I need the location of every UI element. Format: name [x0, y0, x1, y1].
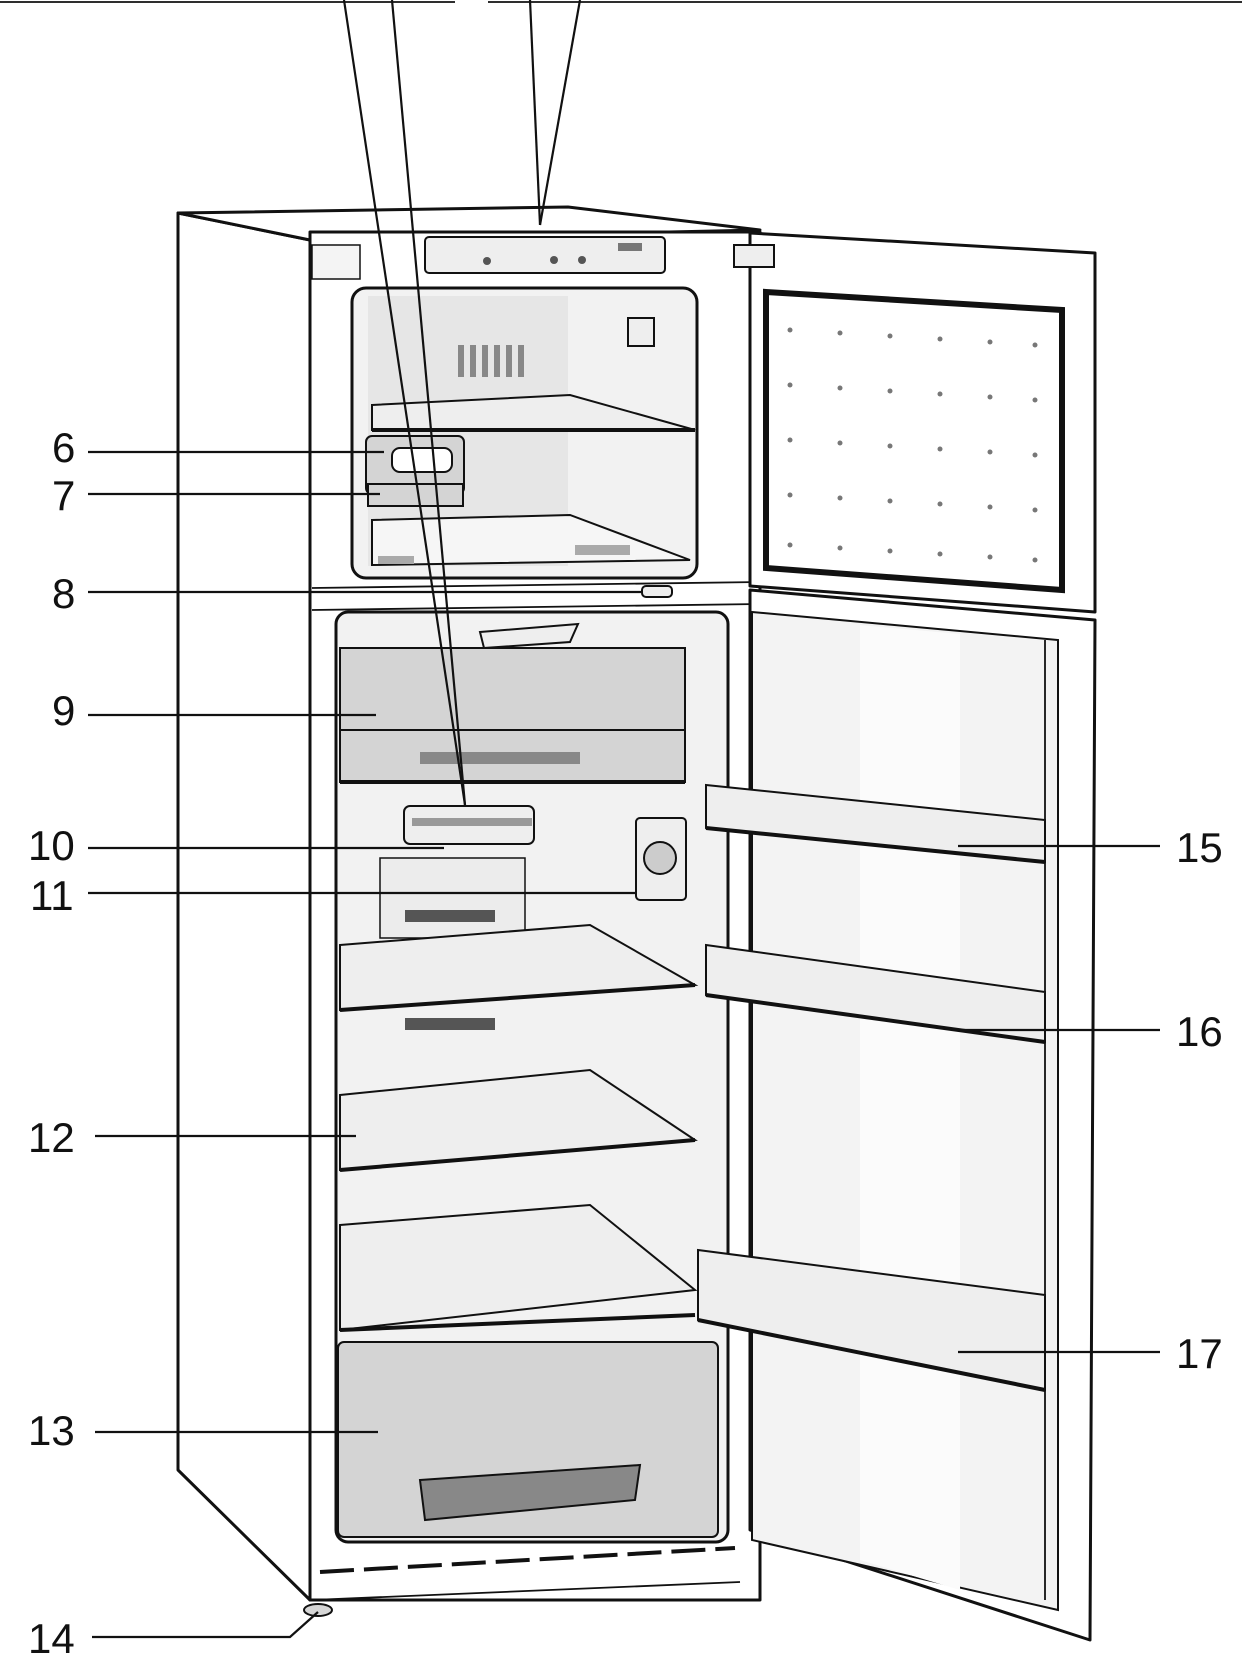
callout-17: 17 [958, 1330, 1223, 1377]
callouts: 6 7 8 9 10 11 12 13 [28, 424, 1223, 1662]
control-knob-left [483, 257, 491, 265]
ice-cube-container [367, 483, 464, 507]
callout-12-number: 12 [28, 1114, 75, 1161]
chiller-box [339, 647, 686, 784]
callout-7: 7 [52, 472, 380, 519]
callout-9-number: 9 [52, 687, 75, 734]
callout-11: 11 [30, 872, 636, 919]
freezer-light-cover [627, 317, 655, 347]
freezer-compartment [350, 286, 699, 580]
frame-corner-plate [311, 244, 361, 280]
freezer-rear-vent [458, 345, 524, 377]
temperature-sensor [641, 585, 673, 598]
callout-14: 14 [28, 1611, 319, 1662]
callout-6-number: 6 [52, 424, 75, 471]
callout-10-number: 10 [28, 822, 75, 869]
callout-16: 16 [958, 1008, 1223, 1055]
fridge-compartment [334, 610, 730, 1544]
control-indicator [618, 243, 642, 251]
door-bin-middle [705, 943, 1046, 1044]
freezer-door-dimple-pattern [787, 327, 1038, 563]
glass-shelf-3 [339, 1203, 698, 1332]
control-knob-right [578, 256, 586, 264]
fridge-top-vent [478, 622, 580, 650]
callout-7-number: 7 [52, 472, 75, 519]
callout-11-number: 11 [30, 872, 74, 919]
adjustable-foot [303, 1603, 333, 1617]
callout-14-number: 14 [28, 1615, 75, 1662]
light-housing-vent [412, 818, 532, 826]
callout-8: 8 [52, 570, 642, 617]
door-hinge [733, 244, 775, 268]
callout-8-number: 8 [52, 570, 75, 617]
freezer-door [733, 231, 1097, 614]
door-bin-upper [705, 783, 1046, 864]
callout-17-number: 17 [1176, 1330, 1223, 1377]
callout-9: 9 [52, 687, 376, 734]
pointer-lines [342, 0, 582, 806]
callout-10: 10 [28, 822, 444, 869]
compartment-divider [311, 581, 761, 611]
fridge-door [748, 588, 1097, 1642]
callout-6: 6 [52, 424, 384, 471]
control-panel [424, 236, 666, 274]
vegetable-crisper [337, 1341, 719, 1538]
cabinet-side-panel [176, 211, 312, 1602]
callout-13: 13 [28, 1407, 378, 1454]
callout-16-number: 16 [1176, 1008, 1223, 1055]
callout-15: 15 [958, 824, 1223, 871]
control-knob-mid [550, 256, 558, 264]
kick-plate [319, 1546, 736, 1574]
callout-15-number: 15 [1176, 824, 1223, 871]
callout-12: 12 [28, 1114, 356, 1161]
door-bin-lower [697, 1248, 1046, 1392]
callout-13-number: 13 [28, 1407, 75, 1454]
